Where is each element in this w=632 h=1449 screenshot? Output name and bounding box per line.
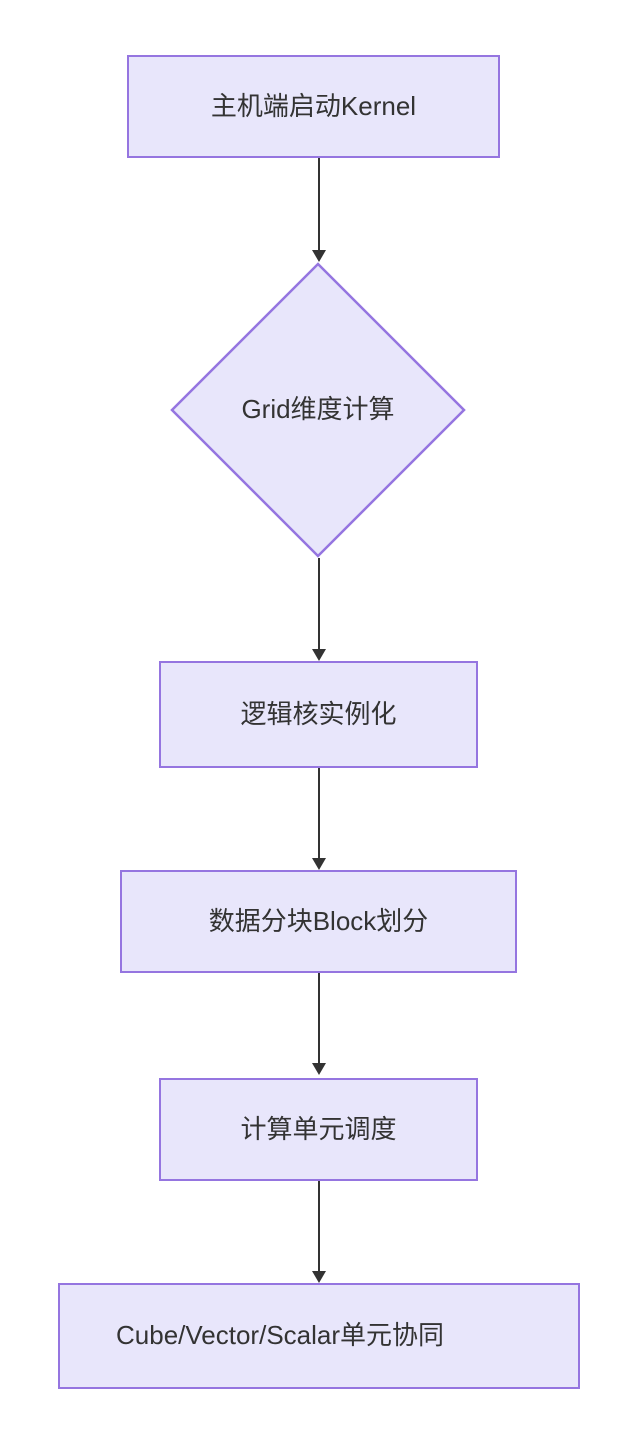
flow-node-label: 主机端启动Kernel bbox=[210, 90, 417, 121]
edge-line bbox=[318, 768, 320, 858]
flow-node-data-block-partition[interactable]: 数据分块Block划分 bbox=[120, 870, 517, 973]
edge-line bbox=[318, 1181, 320, 1271]
edge-line bbox=[318, 558, 320, 649]
arrowhead-icon bbox=[312, 649, 326, 661]
flow-node-label: Grid维度计算 bbox=[241, 394, 395, 425]
flow-node-compute-unit-scheduling[interactable]: 计算单元调度 bbox=[159, 1078, 478, 1181]
edge-line bbox=[318, 158, 320, 250]
flow-node-cube-vector-scalar-coordination[interactable]: Cube/Vector/Scalar单元协同 bbox=[58, 1283, 580, 1389]
arrowhead-icon bbox=[312, 1063, 326, 1075]
flow-node-label: 计算单元调度 bbox=[240, 1113, 397, 1144]
flow-node-logic-core-instantiation[interactable]: 逻辑核实例化 bbox=[159, 661, 478, 768]
arrowhead-icon bbox=[312, 250, 326, 262]
flow-node-label: 数据分块Block划分 bbox=[208, 905, 429, 936]
flow-node-label: Cube/Vector/Scalar单元协同 bbox=[116, 1320, 445, 1351]
edge-line bbox=[318, 973, 320, 1063]
diamond-shape-icon bbox=[170, 262, 466, 558]
arrowhead-icon bbox=[312, 858, 326, 870]
arrowhead-icon bbox=[312, 1271, 326, 1283]
flow-node-grid-dimension-calc[interactable]: Grid维度计算 bbox=[170, 262, 466, 558]
flow-node-host-launch-kernel[interactable]: 主机端启动Kernel bbox=[127, 55, 500, 158]
flow-node-label: 逻辑核实例化 bbox=[240, 698, 397, 729]
